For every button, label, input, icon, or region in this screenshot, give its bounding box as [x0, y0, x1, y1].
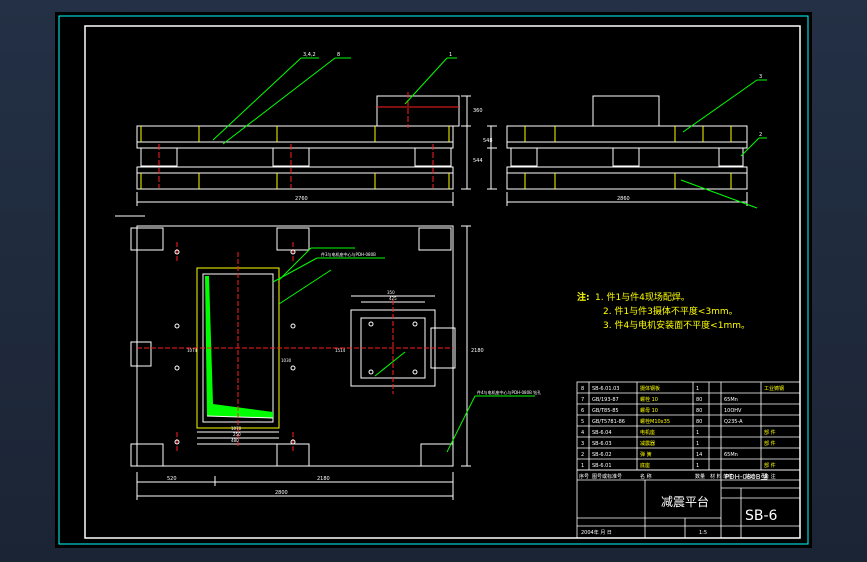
bom-cell-no: 3	[581, 441, 584, 447]
bom-cell-no: 8	[581, 386, 584, 392]
bom-cell-no: 4	[581, 430, 584, 436]
dim-w3: 1070	[231, 426, 242, 431]
callout-2: 2	[759, 132, 762, 138]
bom-cell-name: 弹 簧	[640, 451, 652, 458]
bom-cell-name: 电机座	[640, 429, 655, 436]
bom-cell-remark: 部 件	[764, 462, 776, 469]
front-view-leaders	[212, 57, 457, 145]
bom-cell-code: SB-6.01	[592, 463, 612, 469]
outer-frame	[58, 15, 809, 545]
bom-cell-no: 7	[581, 397, 584, 403]
bom-cell-code: GB/T85-85	[592, 408, 619, 414]
bom-cell-remark: 部 件	[764, 440, 776, 447]
callout-1: 1	[449, 52, 452, 58]
bom-header-cell: 名 称	[640, 473, 652, 480]
bom-cell-qty: 1	[696, 386, 699, 392]
note-line-1: 1. 件1与件4现场配焊。	[595, 291, 690, 303]
bom-cell-code: GB/T5781-86	[592, 419, 625, 425]
bom-cell-name: 螺栓M10x35	[640, 418, 670, 425]
bom-header-cell: 图号或标准号	[592, 473, 622, 480]
bom-cell-no: 2	[581, 452, 584, 458]
title-drawing-no: SB-6	[745, 508, 778, 524]
dim-w8: 1074	[187, 348, 198, 353]
plan-leader-1: 件3与电机座中心与PDH-080B	[321, 251, 376, 257]
plan-centerlines	[137, 242, 453, 452]
dim-side-width: 2860	[617, 196, 630, 202]
bom-table	[576, 381, 801, 471]
callout-3: 3	[759, 74, 762, 80]
bom-cell-qty: 14	[696, 452, 702, 458]
dim-w2: 425	[389, 296, 397, 301]
bom-cell-qty: 1	[696, 430, 699, 436]
bom-cell-material: Q235-A	[724, 419, 743, 425]
dim-w1: 350	[387, 290, 395, 295]
bom-cell-code: SB-6.02	[592, 452, 612, 458]
bom-header-cell: 数量	[695, 473, 705, 480]
bom-cell-name: 螺栓 10	[640, 396, 658, 403]
side-view-leaders	[680, 79, 767, 209]
note-line-2: 2. 件1与件3摄体不平度<3mm。	[603, 305, 738, 317]
bom-header-cell: 材 料	[710, 473, 722, 480]
bom-cell-material: 65Mn	[724, 397, 738, 403]
plan-leader-2: 件4与电机座中心与PDH-080B 钻孔	[477, 389, 541, 395]
bom-cell-no: 1	[581, 463, 584, 469]
bom-cell-code: SB-6.01.03	[592, 386, 620, 392]
dim-plan-mid: 2180	[317, 476, 330, 482]
bom-cell-code: SB-6.03	[592, 441, 612, 447]
bom-cell-code: SB-6.04	[592, 430, 612, 436]
dim-top-width: 2760	[295, 196, 308, 202]
plan-bolt-holes	[174, 249, 418, 445]
bom-cell-remark: 部 件	[764, 429, 776, 436]
motor-seat-edge	[206, 415, 274, 419]
dim-w7: 1030	[281, 358, 292, 363]
bom-cell-qty: 80	[696, 419, 702, 425]
dim-h2: 544	[473, 158, 483, 164]
dim-w6: 1514	[335, 348, 346, 353]
drawing-sheet[interactable]: 2760 360 544 3,4,2 8 1	[55, 12, 812, 548]
bom-cell-name: 减震器	[640, 440, 655, 447]
dim-w4: 250	[233, 432, 241, 437]
title-block	[576, 469, 801, 539]
bom-cell-qty: 1	[696, 441, 699, 447]
title-scale: 1:5	[699, 530, 707, 536]
bom-cell-qty: 1	[696, 463, 699, 469]
motor-seat-hatch	[205, 276, 273, 418]
side-view	[487, 95, 748, 206]
dim-plan-width: 2800	[275, 490, 288, 496]
title-name: 减震平台	[661, 494, 709, 509]
title-project: PDH-080B型	[725, 472, 768, 481]
bom-cell-qty: 80	[696, 408, 702, 414]
bom-cell-code: GB/193-87	[592, 397, 619, 403]
dim-h1: 360	[473, 108, 483, 114]
bom-cell-material: 65Mn	[724, 452, 738, 458]
plan-leaders	[272, 247, 535, 453]
front-view	[136, 92, 471, 206]
dim-plan-left: 520	[167, 476, 177, 482]
inner-frame	[84, 25, 801, 539]
dim-plan-height: 2180	[471, 348, 484, 354]
dim-w5: 480	[231, 438, 239, 443]
title-date: 2004年 月 日	[581, 529, 612, 536]
bom-cell-qty: 80	[696, 397, 702, 403]
bom-cell-no: 6	[581, 408, 584, 414]
bom-header-cell: 序号	[579, 473, 589, 480]
callout-3-4-2: 3,4,2	[303, 52, 316, 58]
dim-h3: 548	[483, 138, 493, 144]
notes-block: 注: 1. 件1与件4现场配焊。 2. 件1与件3摄体不平度<3mm。 3. 件…	[577, 291, 750, 331]
callout-8: 8	[337, 52, 340, 58]
bom-rows: 8 SB-6.01.03 摄体钢板 1 工业铸钢 7 GB/193-87 螺栓 10 80 65M…	[579, 385, 784, 480]
note-line-3: 3. 件4与电机安装面不平度<1mm。	[603, 319, 750, 331]
bom-header-cell: 单件	[723, 473, 733, 480]
bom-cell-material: 10OHV	[724, 408, 742, 414]
bom-cell-remark: 工业铸钢	[764, 385, 784, 392]
bom-cell-name: 摄体钢板	[640, 385, 660, 392]
bom-header-cell: 备 注	[764, 473, 776, 480]
bom-header-cell: 总计	[745, 473, 755, 480]
bom-cell-no: 5	[581, 419, 584, 425]
notes-title: 注:	[577, 291, 590, 303]
bom-cell-name: 螺母 10	[640, 407, 658, 414]
cad-drawing: 2760 360 544 3,4,2 8 1	[58, 15, 809, 545]
bom-cell-name: 底座	[640, 462, 650, 469]
